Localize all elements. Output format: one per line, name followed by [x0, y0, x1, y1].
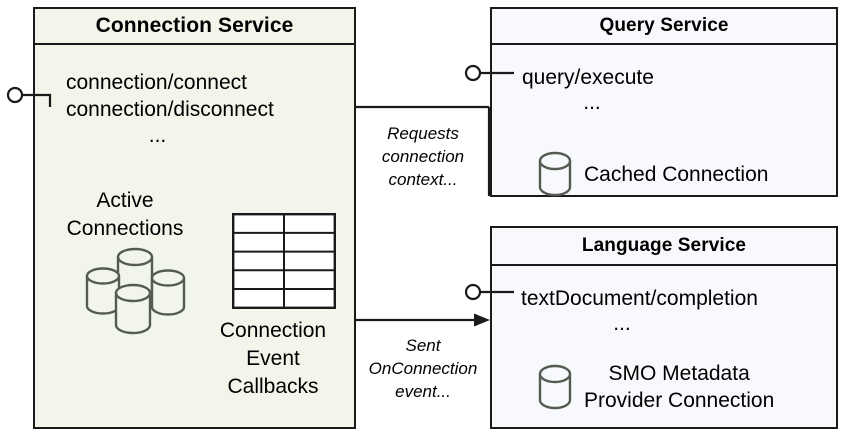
active-connections-label-line2: Connections: [66, 217, 184, 240]
cached-connection-label: Cached Connection: [584, 162, 769, 186]
requests-label-line2: connection: [381, 147, 465, 166]
query-service-body: query/execute ... Cached Connection: [492, 45, 836, 197]
callbacks-label-line3: Callbacks: [227, 375, 319, 398]
connection-event-callbacks-label: Connection Event Callbacks: [193, 317, 353, 401]
connection-service-socket-icon[interactable]: [6, 86, 56, 128]
database-icon: [538, 151, 572, 197]
smo-metadata-label-line1: SMO Metadata: [608, 362, 750, 385]
language-service-title: Language Service: [492, 228, 836, 266]
requests-label-line1: Requests: [387, 124, 459, 143]
active-connections-label: Active Connections: [41, 187, 209, 243]
operation-connection-connect: connection/connect: [66, 71, 247, 94]
callbacks-label-line1: Connection: [219, 319, 327, 342]
connection-service-body: connection/connect connection/disconnect…: [35, 45, 354, 427]
component-language-service[interactable]: Language Service textDocument/completion…: [490, 226, 838, 429]
operation-query-execute: query/execute: [522, 66, 654, 89]
cached-connection-artifact: Cached Connection: [538, 151, 768, 197]
operation-connection-disconnect: connection/disconnect: [66, 98, 274, 121]
query-service-socket-icon[interactable]: [464, 62, 520, 84]
component-query-service[interactable]: Query Service query/execute ... Cached C…: [490, 7, 838, 197]
connection-service-title: Connection Service: [35, 9, 354, 45]
table-grid-icon: [232, 213, 336, 309]
sent-label-line1: Sent: [405, 336, 441, 355]
active-connections-label-line1: Active: [96, 189, 154, 212]
sent-label-line3: event...: [395, 382, 451, 401]
sent-label-line2: OnConnection: [368, 359, 478, 378]
smo-metadata-label: SMO Metadata Provider Connection: [584, 360, 774, 414]
connector-label-requests-connection-context: Requests connection context...: [358, 122, 488, 191]
operation-textdocument-completion: textDocument/completion: [521, 287, 758, 310]
language-service-ellipsis: ...: [613, 312, 631, 335]
query-service-title: Query Service: [492, 9, 836, 45]
smo-metadata-provider-connection-artifact: SMO Metadata Provider Connection: [538, 360, 774, 414]
language-service-body: textDocument/completion ... SMO Metadata…: [492, 266, 836, 427]
database-cluster-icon: [85, 247, 186, 335]
callbacks-label-line2: Event: [246, 347, 300, 370]
requests-label-line3: context...: [388, 170, 458, 189]
connector-connection-to-language: [356, 313, 490, 327]
component-connection-service[interactable]: Connection Service connection/connect co…: [33, 7, 356, 429]
database-icon: [538, 364, 572, 410]
connector-label-sent-onconnection-event: Sent OnConnection event...: [358, 334, 488, 403]
language-service-socket-icon[interactable]: [464, 281, 520, 303]
query-service-ellipsis: ...: [583, 91, 601, 114]
connection-service-ellipsis: ...: [148, 124, 167, 147]
smo-metadata-label-line2: Provider Connection: [584, 389, 775, 412]
